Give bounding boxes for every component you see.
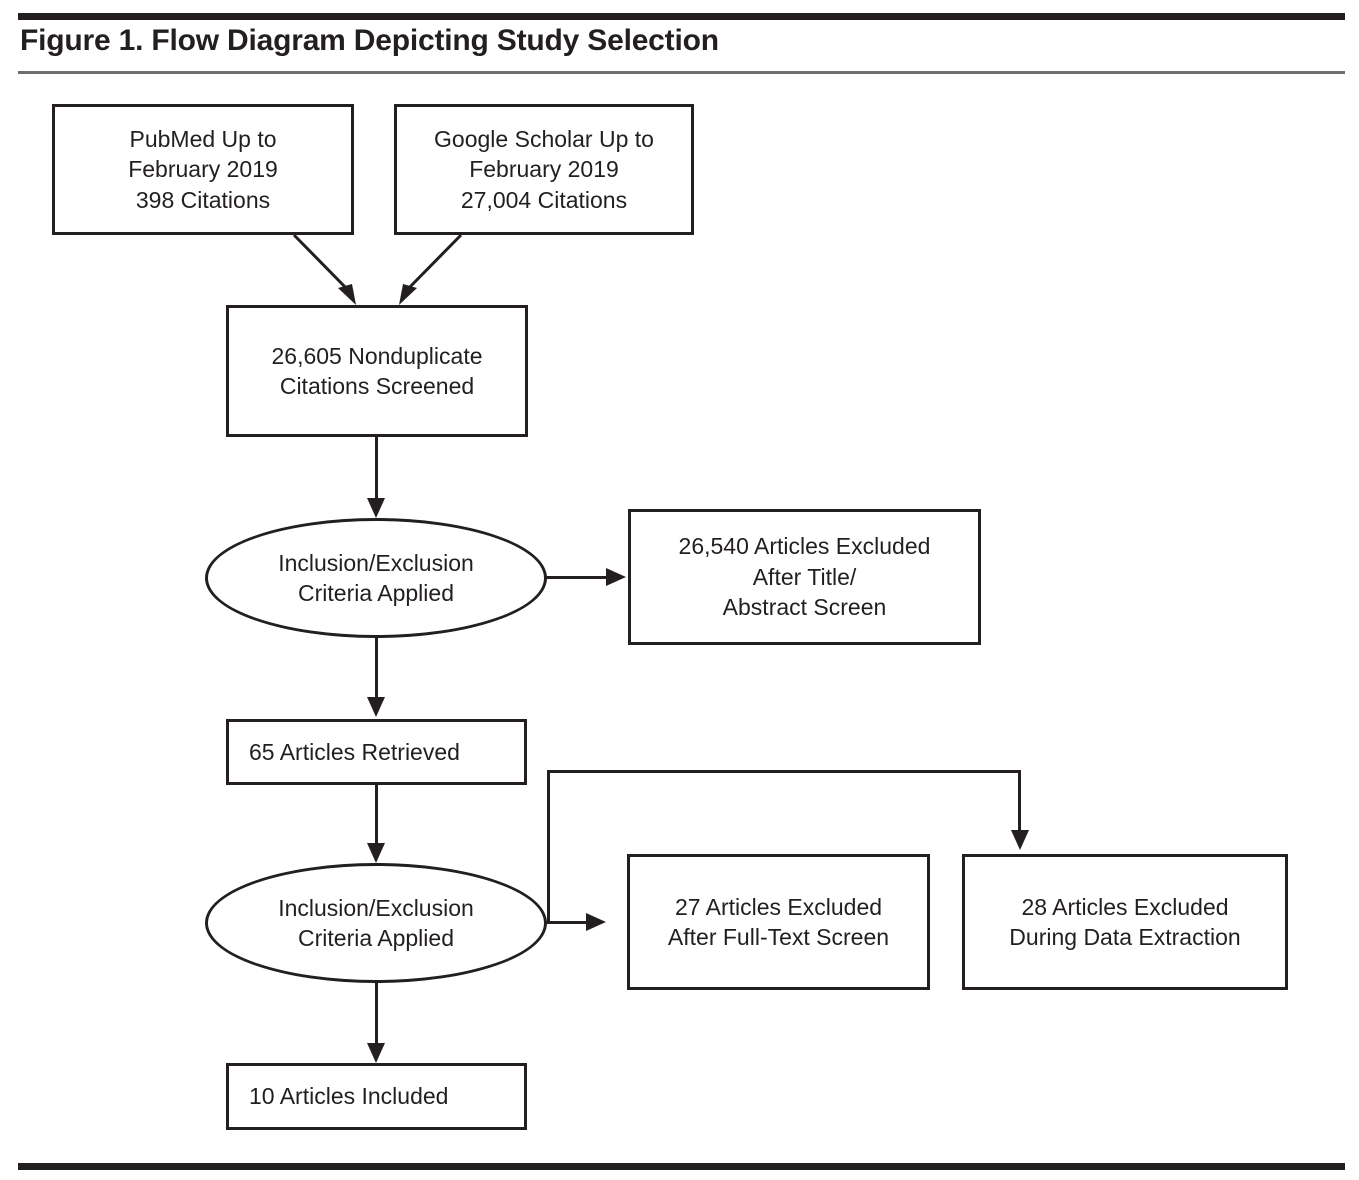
edge-criteria-1-to-retrieved bbox=[375, 637, 378, 701]
node-excluded-data-extraction: 28 Articles Excluded During Data Extract… bbox=[962, 854, 1288, 990]
node-articles-retrieved-line-1: 65 Articles Retrieved bbox=[249, 738, 460, 765]
node-articles-included-line-1: 10 Articles Included bbox=[249, 1083, 449, 1110]
edge-pubmed-to-screened bbox=[292, 233, 356, 305]
top-rule bbox=[18, 13, 1345, 20]
edge-criteria-2-to-included-arrowhead bbox=[367, 1043, 385, 1063]
edge-criteria-2-to-data-extraction-crossbar bbox=[547, 770, 1021, 773]
node-excluded-title-abstract-line-2: After Title/ bbox=[752, 563, 857, 590]
edge-criteria-2-to-excluded-full-text-arrowhead bbox=[586, 913, 606, 931]
node-pubmed-line-1: PubMed Up to bbox=[129, 125, 277, 152]
node-articles-retrieved: 65 Articles Retrieved bbox=[226, 719, 527, 785]
edge-criteria-1-to-retrieved-arrowhead bbox=[367, 697, 385, 717]
edge-criteria-2-to-excluded-full-text bbox=[546, 921, 588, 924]
node-criteria-applied-2-line-1: Inclusion/Exclusion bbox=[278, 894, 474, 921]
edge-google-scholar-to-screened bbox=[399, 233, 463, 305]
edge-criteria-1-to-excluded-arrowhead bbox=[606, 568, 626, 586]
node-pubmed: PubMed Up to February 2019 398 Citations bbox=[52, 104, 354, 235]
node-google-scholar-line-3: 27,004 Citations bbox=[460, 186, 628, 213]
node-excluded-data-extraction-line-1: 28 Articles Excluded bbox=[1021, 893, 1229, 920]
node-citations-screened-line-1: 26,605 Nonduplicate bbox=[271, 342, 483, 369]
edge-criteria-1-to-excluded bbox=[546, 576, 608, 579]
edge-screened-to-criteria-1 bbox=[375, 437, 378, 503]
node-citations-screened-line-2: Citations Screened bbox=[279, 373, 475, 399]
bottom-rule bbox=[18, 1163, 1345, 1170]
edge-criteria-2-to-included bbox=[375, 983, 378, 1047]
edge-retrieved-to-criteria-2 bbox=[375, 785, 378, 847]
edge-screened-to-criteria-1-arrowhead bbox=[367, 498, 385, 518]
node-criteria-applied-1: Inclusion/Exclusion Criteria Applied bbox=[205, 518, 547, 638]
node-google-scholar-line-2: February 2019 bbox=[469, 156, 619, 183]
node-criteria-applied-2-line-2: Criteria Applied bbox=[298, 925, 454, 951]
figure-title: Figure 1. Flow Diagram Depicting Study S… bbox=[20, 24, 719, 57]
node-criteria-applied-2: Inclusion/Exclusion Criteria Applied bbox=[205, 863, 547, 983]
node-criteria-applied-1-line-2: Criteria Applied bbox=[298, 580, 454, 606]
node-excluded-title-abstract: 26,540 Articles Excluded After Title/ Ab… bbox=[628, 509, 981, 645]
node-google-scholar-line-1: Google Scholar Up to bbox=[434, 125, 654, 152]
node-excluded-full-text: 27 Articles Excluded After Full-Text Scr… bbox=[627, 854, 930, 990]
node-excluded-full-text-line-1: 27 Articles Excluded bbox=[674, 893, 883, 920]
node-excluded-data-extraction-line-2: During Data Extraction bbox=[1009, 924, 1241, 950]
node-excluded-title-abstract-line-1: 26,540 Articles Excluded bbox=[678, 533, 931, 560]
title-separator-rule bbox=[18, 71, 1345, 74]
node-articles-included: 10 Articles Included bbox=[226, 1063, 527, 1130]
node-pubmed-line-2: February 2019 bbox=[128, 156, 278, 183]
node-criteria-applied-1-line-1: Inclusion/Exclusion bbox=[278, 549, 474, 576]
node-google-scholar: Google Scholar Up to February 2019 27,00… bbox=[394, 104, 694, 235]
edge-criteria-2-to-data-extraction-drop bbox=[1018, 770, 1021, 833]
node-excluded-full-text-line-2: After Full-Text Screen bbox=[667, 924, 890, 950]
node-citations-screened: 26,605 Nonduplicate Citations Screened bbox=[226, 305, 528, 437]
edge-retrieved-to-criteria-2-arrowhead bbox=[367, 843, 385, 863]
node-pubmed-line-3: 398 Citations bbox=[135, 186, 271, 213]
node-excluded-title-abstract-line-3: Abstract Screen bbox=[722, 594, 887, 621]
edge-criteria-2-to-data-extraction-riser bbox=[547, 770, 550, 923]
edge-criteria-2-to-data-extraction-arrowhead bbox=[1011, 830, 1029, 850]
